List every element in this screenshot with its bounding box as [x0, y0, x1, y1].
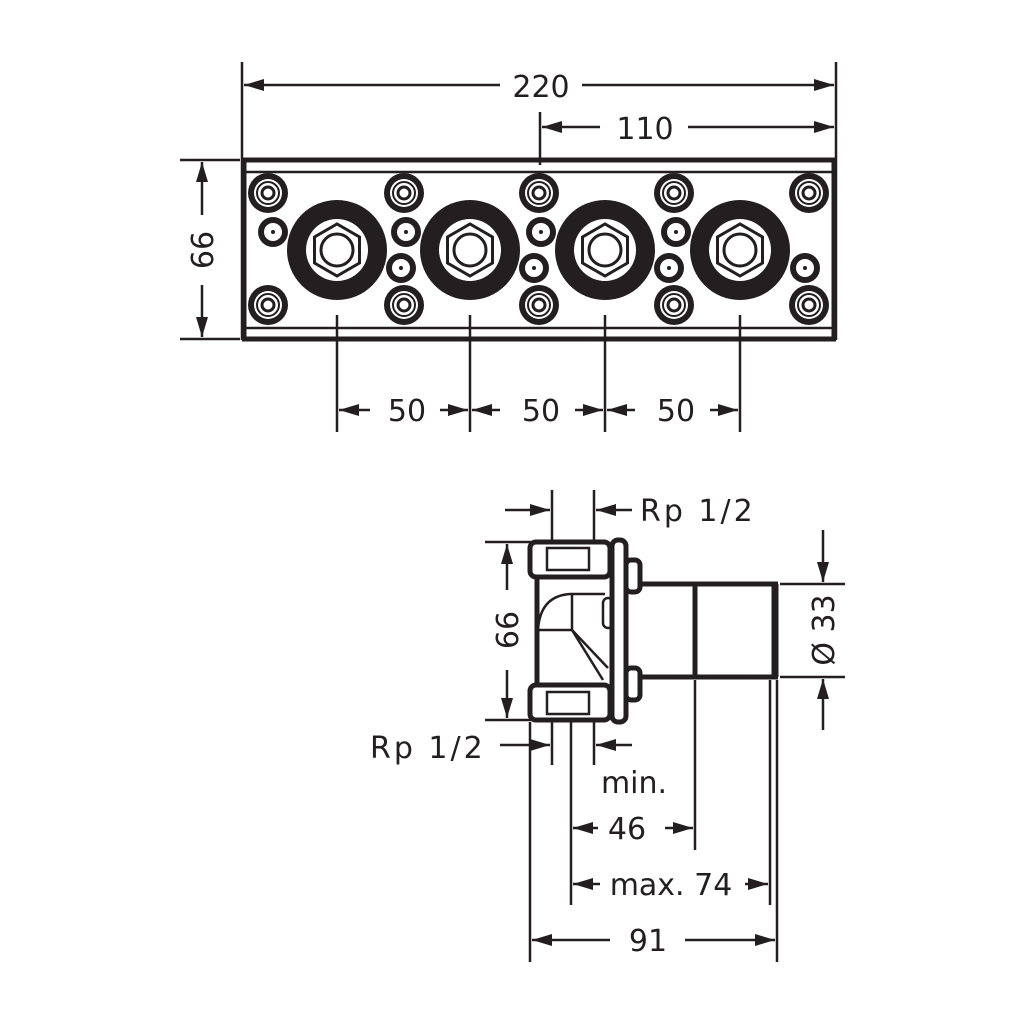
- outlet-bore: [319, 232, 355, 268]
- pin-center: [404, 230, 408, 234]
- pin-center: [399, 266, 403, 270]
- bolt-ring: [254, 179, 282, 207]
- pin-center: [532, 266, 536, 270]
- bolt-ring: [525, 291, 553, 319]
- hex-nut-icon: [446, 222, 494, 278]
- bolt-hole: [396, 297, 412, 313]
- dimension-label-46: 46: [608, 812, 646, 847]
- bolt-ring: [390, 291, 418, 319]
- bolt-ring: [256, 293, 280, 317]
- side-view-body: [527, 537, 779, 725]
- bolt-ring: [797, 293, 821, 317]
- bolt-ring: [256, 181, 280, 205]
- dimension-label-66-front: 66: [186, 231, 221, 269]
- bolt-hole: [666, 297, 682, 313]
- pin-center: [674, 230, 678, 234]
- bolt-ring: [795, 179, 823, 207]
- dimension-110: 110: [538, 112, 834, 165]
- hex-nut-icon: [716, 222, 764, 278]
- pin-center: [271, 230, 275, 234]
- bolt-ring: [527, 293, 551, 317]
- bolt-hole: [396, 185, 412, 201]
- front-view-outlets: [248, 173, 829, 325]
- bolt-hole: [801, 297, 817, 313]
- dimension-66-side: 66: [485, 540, 532, 722]
- outlet-bore: [587, 232, 623, 268]
- dimension-label-220: 220: [512, 70, 569, 105]
- dimension-label-max-74: max. 74: [610, 868, 733, 903]
- dimension-50-spacing: 50 50 50: [335, 315, 742, 432]
- pin-center: [539, 230, 543, 234]
- bolt-ring: [660, 179, 688, 207]
- dimension-label-91: 91: [629, 924, 667, 959]
- bolt-ring: [254, 291, 282, 319]
- bolt-ring: [392, 293, 416, 317]
- depth-dimensions: min. 46 max. 74 91: [528, 680, 779, 962]
- bolt-ring: [525, 179, 553, 207]
- bolt-hole: [666, 185, 682, 201]
- bolt-ring: [660, 291, 688, 319]
- bolt-hole: [801, 185, 817, 201]
- bolt-ring: [527, 181, 551, 205]
- dimension-rp-bottom: Rp 1/2: [370, 722, 632, 766]
- bolt-ring: [392, 181, 416, 205]
- dimension-rp-top: Rp 1/2: [505, 490, 756, 540]
- dimension-label-diameter: Ø 33: [807, 594, 842, 665]
- connection-label-top: Rp 1/2: [640, 494, 756, 529]
- connection-label-bottom: Rp 1/2: [370, 731, 486, 766]
- bolt-hole: [260, 297, 276, 313]
- min-label: min.: [601, 766, 667, 801]
- dimension-66-front: 66: [180, 158, 240, 341]
- bolt-hole: [531, 297, 547, 313]
- dimension-220: 220: [244, 70, 834, 105]
- dimension-label-50-3: 50: [657, 394, 695, 429]
- dimension-diameter-33: Ø 33: [780, 530, 845, 730]
- bolt-ring: [795, 291, 823, 319]
- hex-nut-icon: [313, 222, 361, 278]
- bolt-ring: [390, 179, 418, 207]
- dimension-label-110: 110: [616, 112, 673, 147]
- pin-center: [667, 266, 671, 270]
- outlet-bore: [452, 232, 488, 268]
- bolt-hole: [260, 185, 276, 201]
- dimension-label-50-1: 50: [388, 394, 426, 429]
- pin-center: [803, 266, 807, 270]
- dimension-label-50-2: 50: [522, 394, 560, 429]
- hex-nut-icon: [581, 222, 629, 278]
- bolt-ring: [662, 181, 686, 205]
- bolt-ring: [797, 181, 821, 205]
- dimension-label-66-side: 66: [491, 611, 526, 649]
- bolt-ring: [662, 293, 686, 317]
- bolt-hole: [531, 185, 547, 201]
- outlet-bore: [722, 232, 758, 268]
